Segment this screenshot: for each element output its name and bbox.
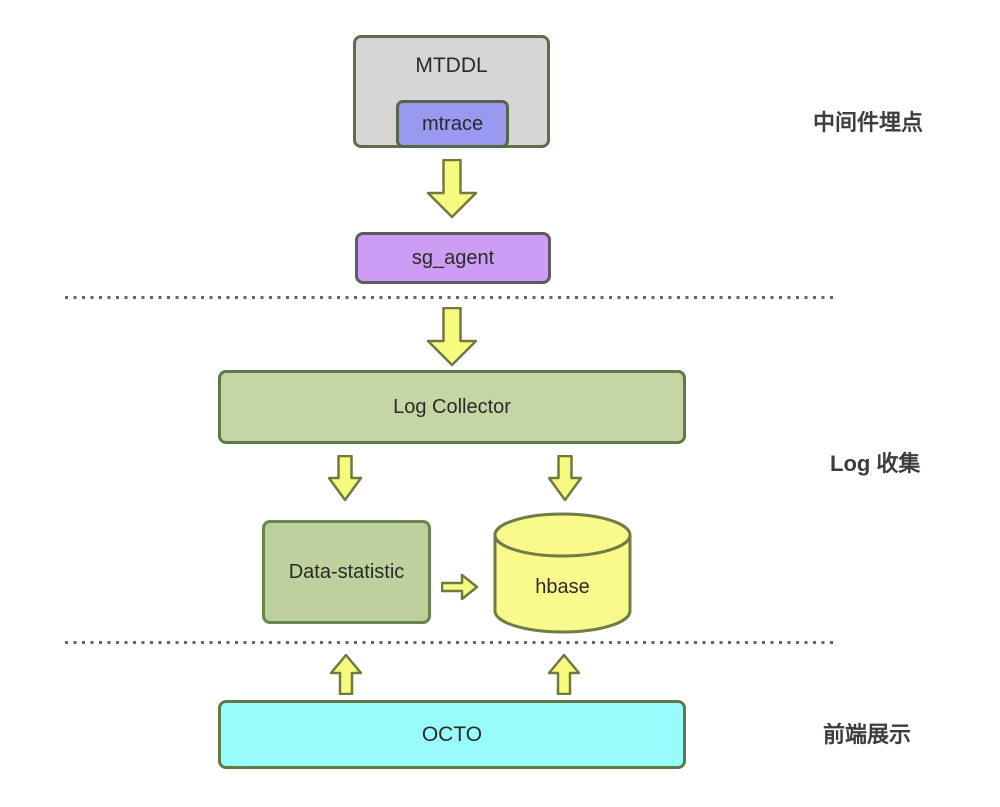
section-divider-top xyxy=(65,296,835,299)
node-sg-agent-label: sg_agent xyxy=(411,246,495,269)
arrow-down-icon xyxy=(548,455,582,501)
section-label-frontend: 前端展示 xyxy=(823,722,912,747)
node-log-collector: Log Collector xyxy=(218,370,686,444)
node-log-collector-label: Log Collector xyxy=(393,395,511,418)
node-mtrace: mtrace xyxy=(396,100,509,148)
section-label-log-collection: Log 收集 xyxy=(830,451,921,476)
arrow-up-icon xyxy=(330,654,362,695)
section-divider-bottom xyxy=(65,641,835,644)
node-octo: OCTO xyxy=(218,700,686,769)
arrow-down-icon xyxy=(426,159,478,219)
arrow-up-icon xyxy=(548,654,580,695)
node-mtddl-label: MTDDL xyxy=(415,54,488,77)
node-data-statistic: Data-statistic xyxy=(262,520,431,624)
node-hbase-label: hbase xyxy=(535,576,590,598)
database-cylinder-icon xyxy=(493,512,632,634)
node-sg-agent: sg_agent xyxy=(355,232,551,284)
node-mtrace-label: mtrace xyxy=(421,112,484,135)
arrow-right-icon xyxy=(441,573,478,601)
node-data-statistic-label: Data-statistic xyxy=(288,560,405,583)
node-octo-label: OCTO xyxy=(421,722,483,746)
arrow-down-icon xyxy=(426,307,478,367)
arrow-down-icon xyxy=(328,455,362,501)
section-label-middleware: 中间件埋点 xyxy=(813,110,924,135)
